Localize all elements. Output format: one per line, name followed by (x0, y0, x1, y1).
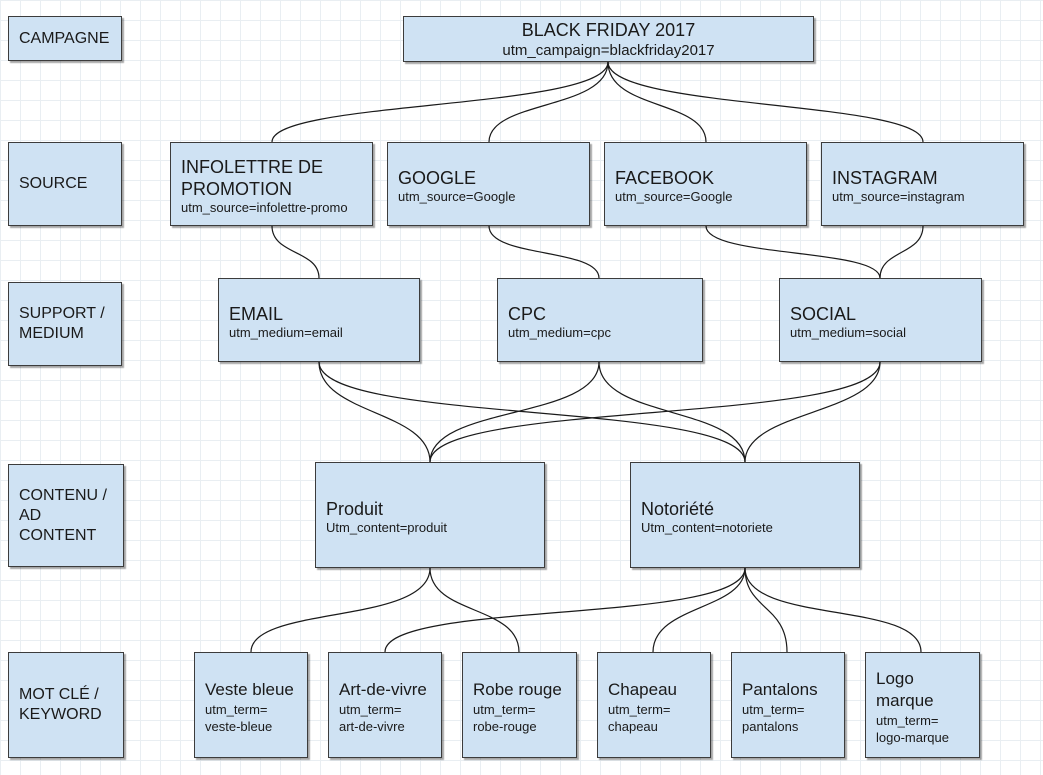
keyword-node-chapeau: Chapeau utm_term= chapeau (597, 652, 711, 758)
connector-cpc-produit (429, 361, 600, 463)
connector-campaign-facebook (607, 61, 707, 143)
keyword-param: utm_term= chapeau (608, 702, 671, 734)
connector-infolettre-email (271, 225, 320, 279)
keyword-title: Veste bleue (205, 680, 294, 699)
campaign-title: BLACK FRIDAY 2017 (521, 20, 696, 40)
keyword-title: Robe rouge (473, 680, 562, 699)
keyword-title: Logo marque (876, 669, 934, 710)
source-param: utm_source=infolettre-promo (181, 200, 348, 215)
source-param: utm_source=Google (615, 189, 733, 204)
row-label-content-text: CONTENU / AD CONTENT (19, 486, 107, 544)
connector-notoriete-art (384, 567, 746, 653)
medium-title: SOCIAL (790, 304, 857, 324)
connector-social-notoriete (744, 361, 881, 463)
connector-google-cpc (488, 225, 600, 279)
connector-campaign-google (488, 61, 609, 143)
keyword-node-logo-marque: Logo marque utm_term= logo-marque (865, 652, 980, 758)
source-title: FACEBOOK (615, 168, 715, 188)
connector-facebook-social (705, 225, 881, 279)
source-param: utm_source=instagram (832, 189, 965, 204)
medium-node-cpc: CPC utm_medium=cpc (497, 278, 703, 362)
content-param: Utm_content=produit (326, 520, 448, 535)
campaign-node: BLACK FRIDAY 2017 utm_campaign=blackfrid… (403, 16, 814, 62)
source-node-google: GOOGLE utm_source=Google (387, 142, 590, 226)
medium-title: CPC (508, 304, 547, 324)
connector-email-notoriete (318, 361, 746, 463)
row-label-source: SOURCE (8, 142, 122, 226)
row-label-campagne-text: CAMPAGNE (19, 29, 110, 47)
keyword-node-art-de-vivre: Art-de-vivre utm_term= art-de-vivre (328, 652, 442, 758)
keyword-node-pantalons: Pantalons utm_term= pantalons (731, 652, 845, 758)
source-param: utm_source=Google (398, 189, 516, 204)
keyword-node-veste-bleue: Veste bleue utm_term= veste-bleue (194, 652, 308, 758)
connector-instagram-social (879, 225, 924, 279)
connector-email-produit (318, 361, 431, 463)
source-node-infolettre: INFOLETTRE DE PROMOTION utm_source=infol… (170, 142, 373, 226)
row-label-keyword: MOT CLÉ / KEYWORD (8, 652, 124, 758)
keyword-param: utm_term= robe-rouge (473, 702, 537, 734)
keyword-title: Art-de-vivre (339, 680, 427, 699)
row-label-source-text: SOURCE (19, 175, 88, 192)
connector-notoriete-chapeau (652, 567, 746, 653)
medium-title: EMAIL (229, 304, 284, 324)
keyword-param: utm_term= art-de-vivre (339, 702, 405, 734)
source-node-instagram: INSTAGRAM utm_source=instagram (821, 142, 1024, 226)
row-label-medium: SUPPORT / MEDIUM (8, 282, 122, 366)
keyword-title: Pantalons (742, 680, 818, 699)
source-title: GOOGLE (398, 168, 477, 188)
keyword-param: utm_term= logo-marque (876, 713, 949, 745)
source-title: INFOLETTRE DE PROMOTION (181, 157, 324, 199)
content-title: Produit (326, 499, 384, 519)
medium-node-email: EMAIL utm_medium=email (218, 278, 420, 362)
keyword-title: Chapeau (608, 680, 678, 699)
row-label-keyword-text: MOT CLÉ / KEYWORD (19, 686, 102, 723)
source-title: INSTAGRAM (832, 168, 938, 188)
keyword-node-robe-rouge: Robe rouge utm_term= robe-rouge (462, 652, 577, 758)
connector-notoriete-pantalons (744, 567, 788, 653)
connector-notoriete-logo (744, 567, 922, 653)
content-node-produit: Produit Utm_content=produit (315, 462, 545, 568)
medium-param: utm_medium=cpc (508, 325, 611, 340)
connector-produit-robe (429, 567, 520, 653)
content-node-notoriete: Notoriété Utm_content=notoriete (630, 462, 860, 568)
connector-produit-veste (250, 567, 431, 653)
source-node-facebook: FACEBOOK utm_source=Google (604, 142, 807, 226)
medium-param: utm_medium=social (790, 325, 906, 340)
campaign-param: utm_campaign=blackfriday2017 (502, 42, 715, 59)
content-title: Notoriété (641, 499, 715, 519)
content-param: Utm_content=notoriete (641, 520, 773, 535)
medium-param: utm_medium=email (229, 325, 343, 340)
keyword-param: utm_term= veste-bleue (205, 702, 273, 734)
connector-social-produit (429, 361, 881, 463)
connector-campaign-instagram (607, 61, 924, 143)
keyword-param: utm_term= pantalons (742, 702, 805, 734)
row-label-content: CONTENU / AD CONTENT (8, 464, 124, 567)
connector-cpc-notoriete (598, 361, 746, 463)
row-label-campagne: CAMPAGNE (8, 16, 122, 61)
medium-node-social: SOCIAL utm_medium=social (779, 278, 982, 362)
connector-campaign-infolettre (271, 61, 609, 143)
row-label-medium-text: SUPPORT / MEDIUM (19, 305, 105, 342)
